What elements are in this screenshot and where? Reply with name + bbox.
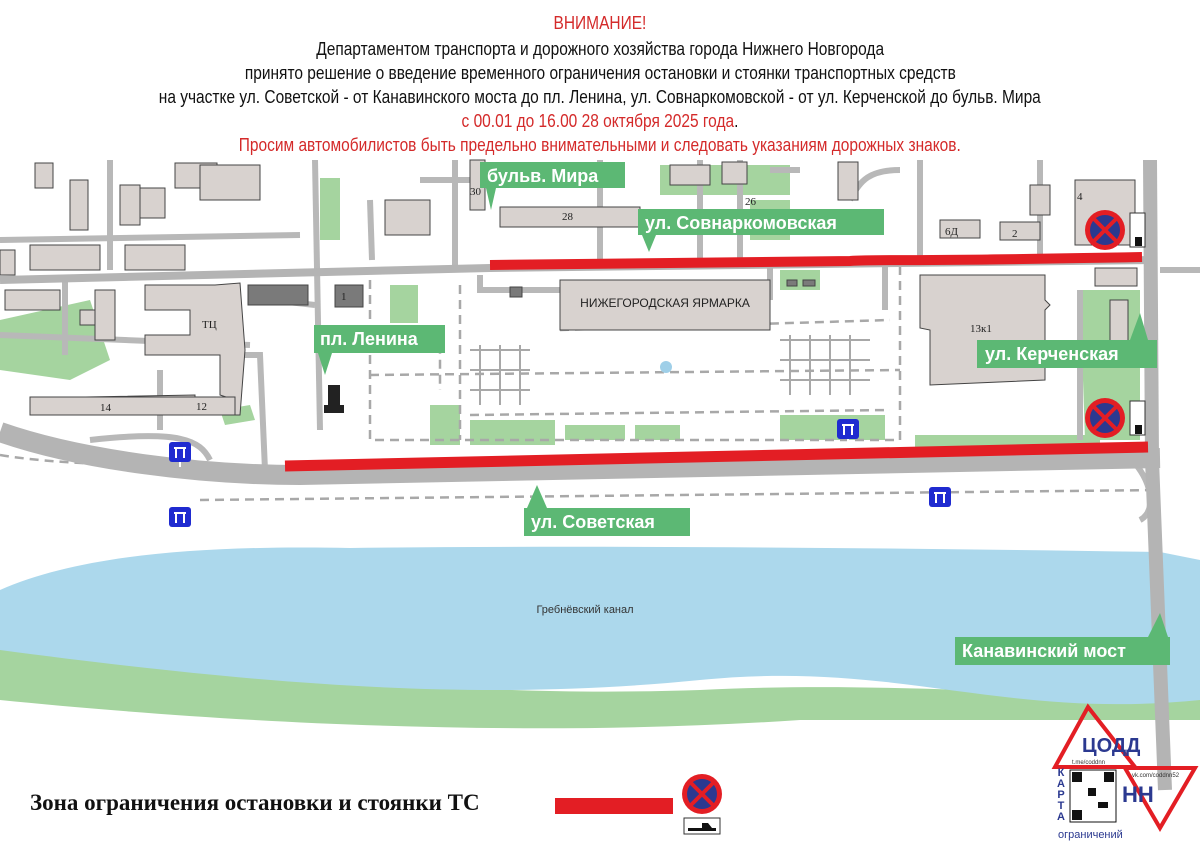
fair-label: НИЖЕГОРОДСКАЯ ЯРМАРКА xyxy=(580,296,750,310)
svg-text:пл. Ленина: пл. Ленина xyxy=(320,329,419,349)
no-stopping-sign-icon xyxy=(1083,208,1127,252)
tow-truck-plate-icon xyxy=(1129,400,1146,436)
river xyxy=(0,546,1200,705)
restrictions-word: ограничений xyxy=(1058,829,1123,841)
legend-restriction-line xyxy=(555,798,673,814)
no-stopping-sign-icon xyxy=(1083,396,1127,440)
label-kerchenskaya: ул. Керченская xyxy=(977,313,1157,368)
label-kanavinsky-most: Канавинский мост xyxy=(955,613,1170,665)
codd-logo: ЦОДД НН t.me/coddnn vk.com/coddnn52 огра… xyxy=(1051,703,1199,841)
svg-text:vk.com/coddnn52: vk.com/coddnn52 xyxy=(1132,773,1180,779)
bus-stop-icon xyxy=(168,506,192,533)
dark-buildings xyxy=(247,279,816,308)
notice-line-3: на участке ул. Советской - от Канавинско… xyxy=(158,87,1041,107)
attention-heading: ВНИМАНИЕ! xyxy=(553,13,647,33)
building-number: 12 xyxy=(196,401,207,413)
building-number: 6Д xyxy=(945,226,959,238)
legend-text: Зона ограничения остановки и стоянки ТС xyxy=(30,790,480,815)
svg-text:Канавинский мост: Канавинский мост xyxy=(962,641,1126,661)
building-number: 26 xyxy=(745,196,757,208)
building-number: 4 xyxy=(1077,191,1083,203)
building-number: 14 xyxy=(100,402,112,414)
svg-text:ул. Керченская: ул. Керченская xyxy=(985,344,1119,364)
svg-text:НН: НН xyxy=(1122,782,1154,807)
notice-period: с 00.01 до 16.00 28 октября 2025 года. xyxy=(461,111,739,131)
building-number: 30 xyxy=(470,186,482,198)
restriction-zone-sovnarkomovskaya xyxy=(489,252,1143,270)
road-sovetskaya xyxy=(0,422,1161,486)
buildings xyxy=(0,159,1138,416)
svg-text:ул. Совнаркомовская: ул. Совнаркомовская xyxy=(645,213,837,233)
label-ploshchad-lenina: пл. Ленина xyxy=(314,325,445,375)
legend-no-stopping-sign-icon xyxy=(682,774,722,835)
notice-line-2: принято решение о введение временного ог… xyxy=(244,63,956,83)
map-word: КАРТА xyxy=(1057,767,1065,823)
tow-truck-plate-icon xyxy=(1129,212,1146,248)
grid-paths xyxy=(470,335,870,405)
mall-label: ТЦ xyxy=(202,319,217,331)
notice-line-1: Департаментом транспорта и дорожного хоз… xyxy=(316,39,884,59)
svg-text:ул. Советская: ул. Советская xyxy=(531,512,655,532)
svg-text:бульв. Мира: бульв. Мира xyxy=(487,166,599,186)
monument-icon xyxy=(324,385,344,413)
building-number: 1 xyxy=(341,291,347,303)
svg-text:ЦОДД: ЦОДД xyxy=(1082,735,1140,757)
label-sovetskaya: ул. Советская xyxy=(524,485,690,536)
label-bulvar-mira: бульв. Мира xyxy=(480,162,625,210)
restriction-map: 30 28 26 6Д 2 4 1 14 12 13к1 ТЦ НИЖЕГОРО… xyxy=(0,159,1200,853)
building-number: 2 xyxy=(1012,228,1018,240)
label-sovnarkomovskaya: ул. Совнаркомовская xyxy=(638,209,884,252)
building-number: 28 xyxy=(562,211,574,223)
fountain xyxy=(660,361,672,373)
canal-label: Гребнёвский канал xyxy=(536,604,633,616)
bus-stop-icon xyxy=(928,486,952,513)
svg-text:t.me/coddnn: t.me/coddnn xyxy=(1072,760,1105,766)
restriction-zone-sovetskaya xyxy=(284,441,1149,472)
notice-appeal: Просим автомобилистов быть предельно вни… xyxy=(238,135,962,155)
building-number: 13к1 xyxy=(970,323,992,335)
road-kanavinsky-bridge xyxy=(1143,159,1172,791)
